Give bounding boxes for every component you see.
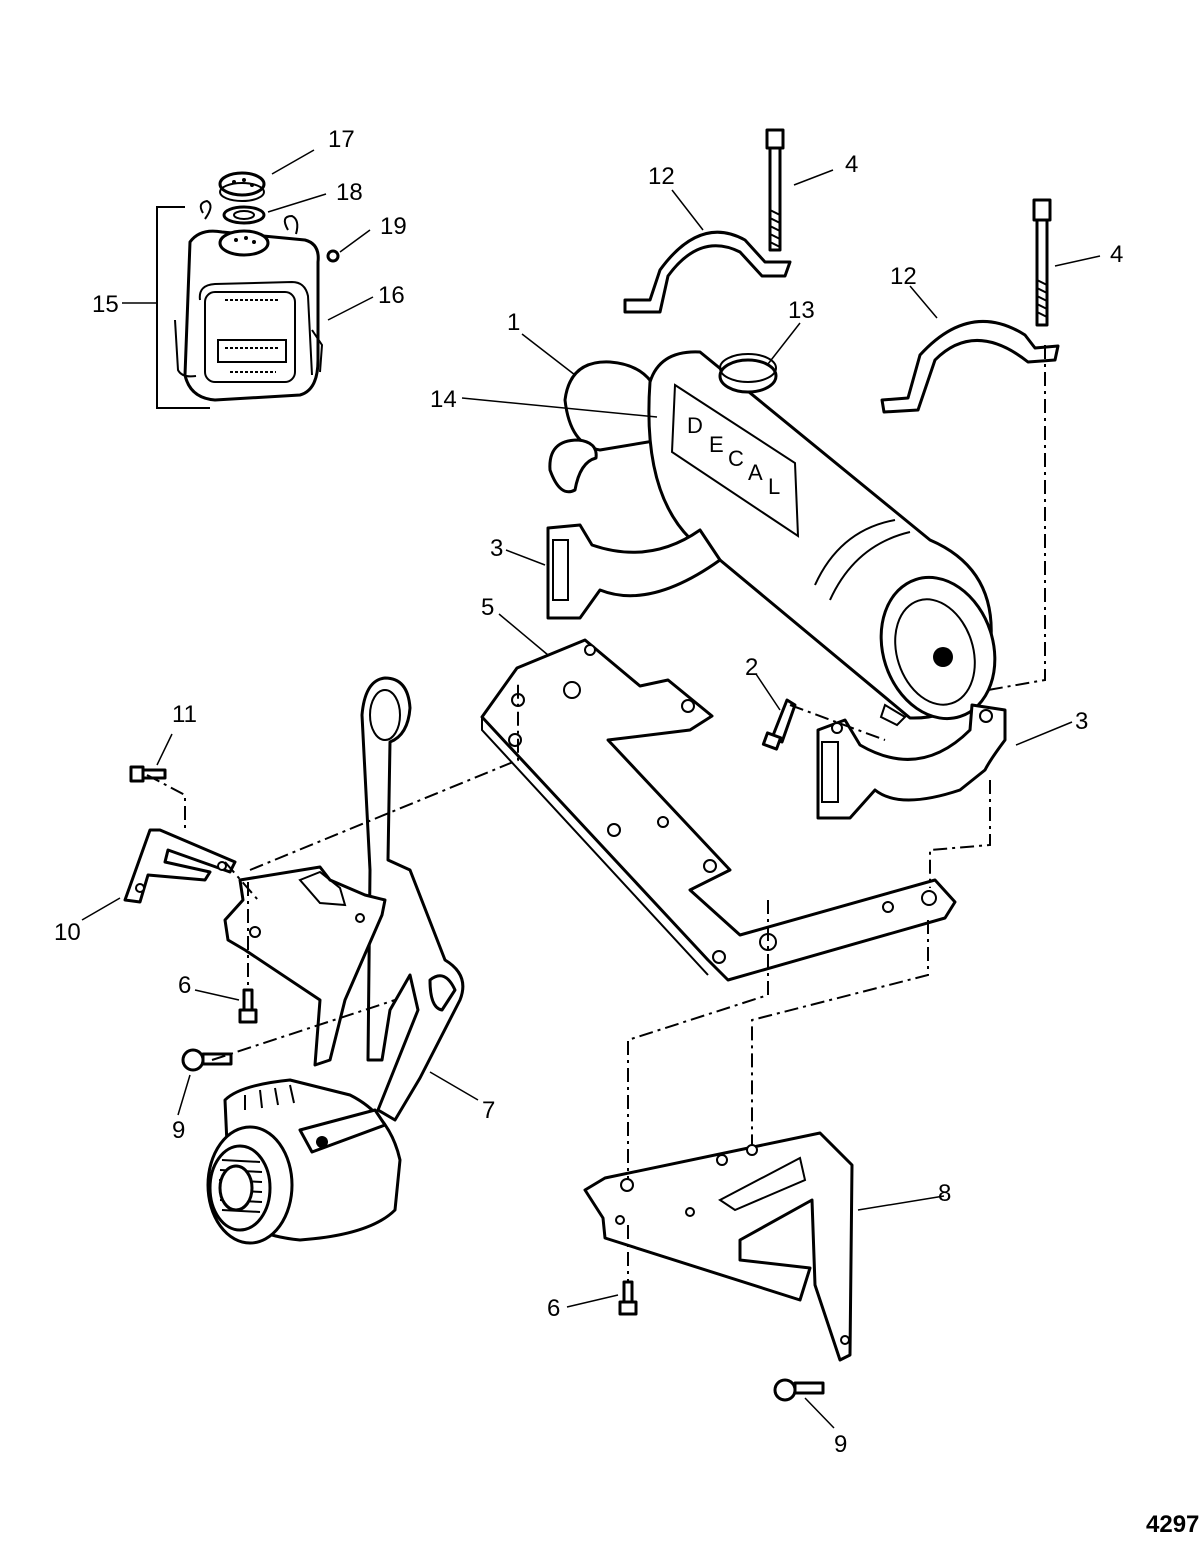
coolant-reservoir-assembly	[156, 171, 340, 409]
callout-labels: 17 18 19 15 16 12 4 4 12 1 13 14 3 5 2 3…	[54, 126, 1123, 1458]
bracket-8	[583, 1131, 854, 1362]
callout-label: 19	[380, 213, 407, 240]
bolt-9-lower	[773, 1378, 825, 1402]
decal-letter: A	[748, 460, 763, 485]
saddle-mounts	[546, 523, 1007, 820]
callout-label: 9	[172, 1117, 185, 1144]
saddle-mount-lower	[816, 703, 1007, 820]
callout-label: 6	[178, 972, 191, 999]
assembly-bracket-15	[156, 206, 210, 409]
callout-label: 3	[490, 535, 503, 562]
callout-label: 9	[834, 1431, 847, 1458]
reservoir-screw	[326, 249, 340, 263]
alternator-bracket	[360, 676, 465, 1122]
strap-upper	[623, 230, 792, 314]
pressure-cap	[718, 358, 778, 394]
decal-letter: L	[768, 474, 780, 499]
callout-label: 17	[328, 126, 355, 153]
callout-label: 1	[507, 309, 520, 336]
figure-id: 4297	[1146, 1511, 1199, 1538]
alternator-mount-plate	[223, 865, 387, 1067]
cap-gasket	[222, 205, 266, 225]
alignment-lines	[146, 345, 1046, 1282]
bolt-lower	[1032, 198, 1052, 327]
callout-label: 13	[788, 297, 815, 324]
screw-6-upper	[238, 988, 258, 1024]
callout-label: 7	[482, 1097, 495, 1124]
bolt-9-upper	[181, 1048, 233, 1072]
callout-label: 10	[54, 919, 81, 946]
callout-label: 12	[890, 263, 917, 290]
callout-label: 11	[172, 701, 197, 728]
callout-label: 4	[845, 151, 858, 178]
decal-panel	[670, 383, 800, 538]
callout-label: 5	[481, 594, 494, 621]
straps-and-bolts	[623, 128, 1060, 414]
callout-label: 16	[378, 282, 405, 309]
callout-label: 6	[547, 1295, 560, 1322]
screw-6-lower	[618, 1280, 638, 1316]
screw-2	[761, 698, 797, 751]
callout-label: 12	[648, 163, 675, 190]
strap-lower	[880, 319, 1060, 414]
callout-label: 14	[430, 386, 457, 413]
callout-label: 3	[1075, 708, 1088, 735]
screw-11	[129, 765, 167, 783]
bolt-upper	[765, 128, 785, 252]
callout-label: 8	[938, 1180, 951, 1207]
saddle-mount-upper	[546, 523, 722, 620]
leader-lines	[81, 149, 1101, 1429]
heat-exchanger-assembly: D E C A L	[548, 350, 997, 727]
decal-letter: C	[728, 446, 744, 471]
callout-label: 4	[1110, 241, 1123, 268]
decal-letter: E	[709, 432, 724, 457]
brace-10	[123, 828, 237, 904]
callout-label: 15	[92, 291, 119, 318]
decal-letter: D	[687, 413, 703, 438]
alternator	[206, 1078, 402, 1245]
callout-label: 18	[336, 179, 363, 206]
callout-label: 2	[745, 654, 758, 681]
decal-text-group: D E C A L	[687, 413, 780, 499]
mounting-plate	[480, 638, 957, 982]
